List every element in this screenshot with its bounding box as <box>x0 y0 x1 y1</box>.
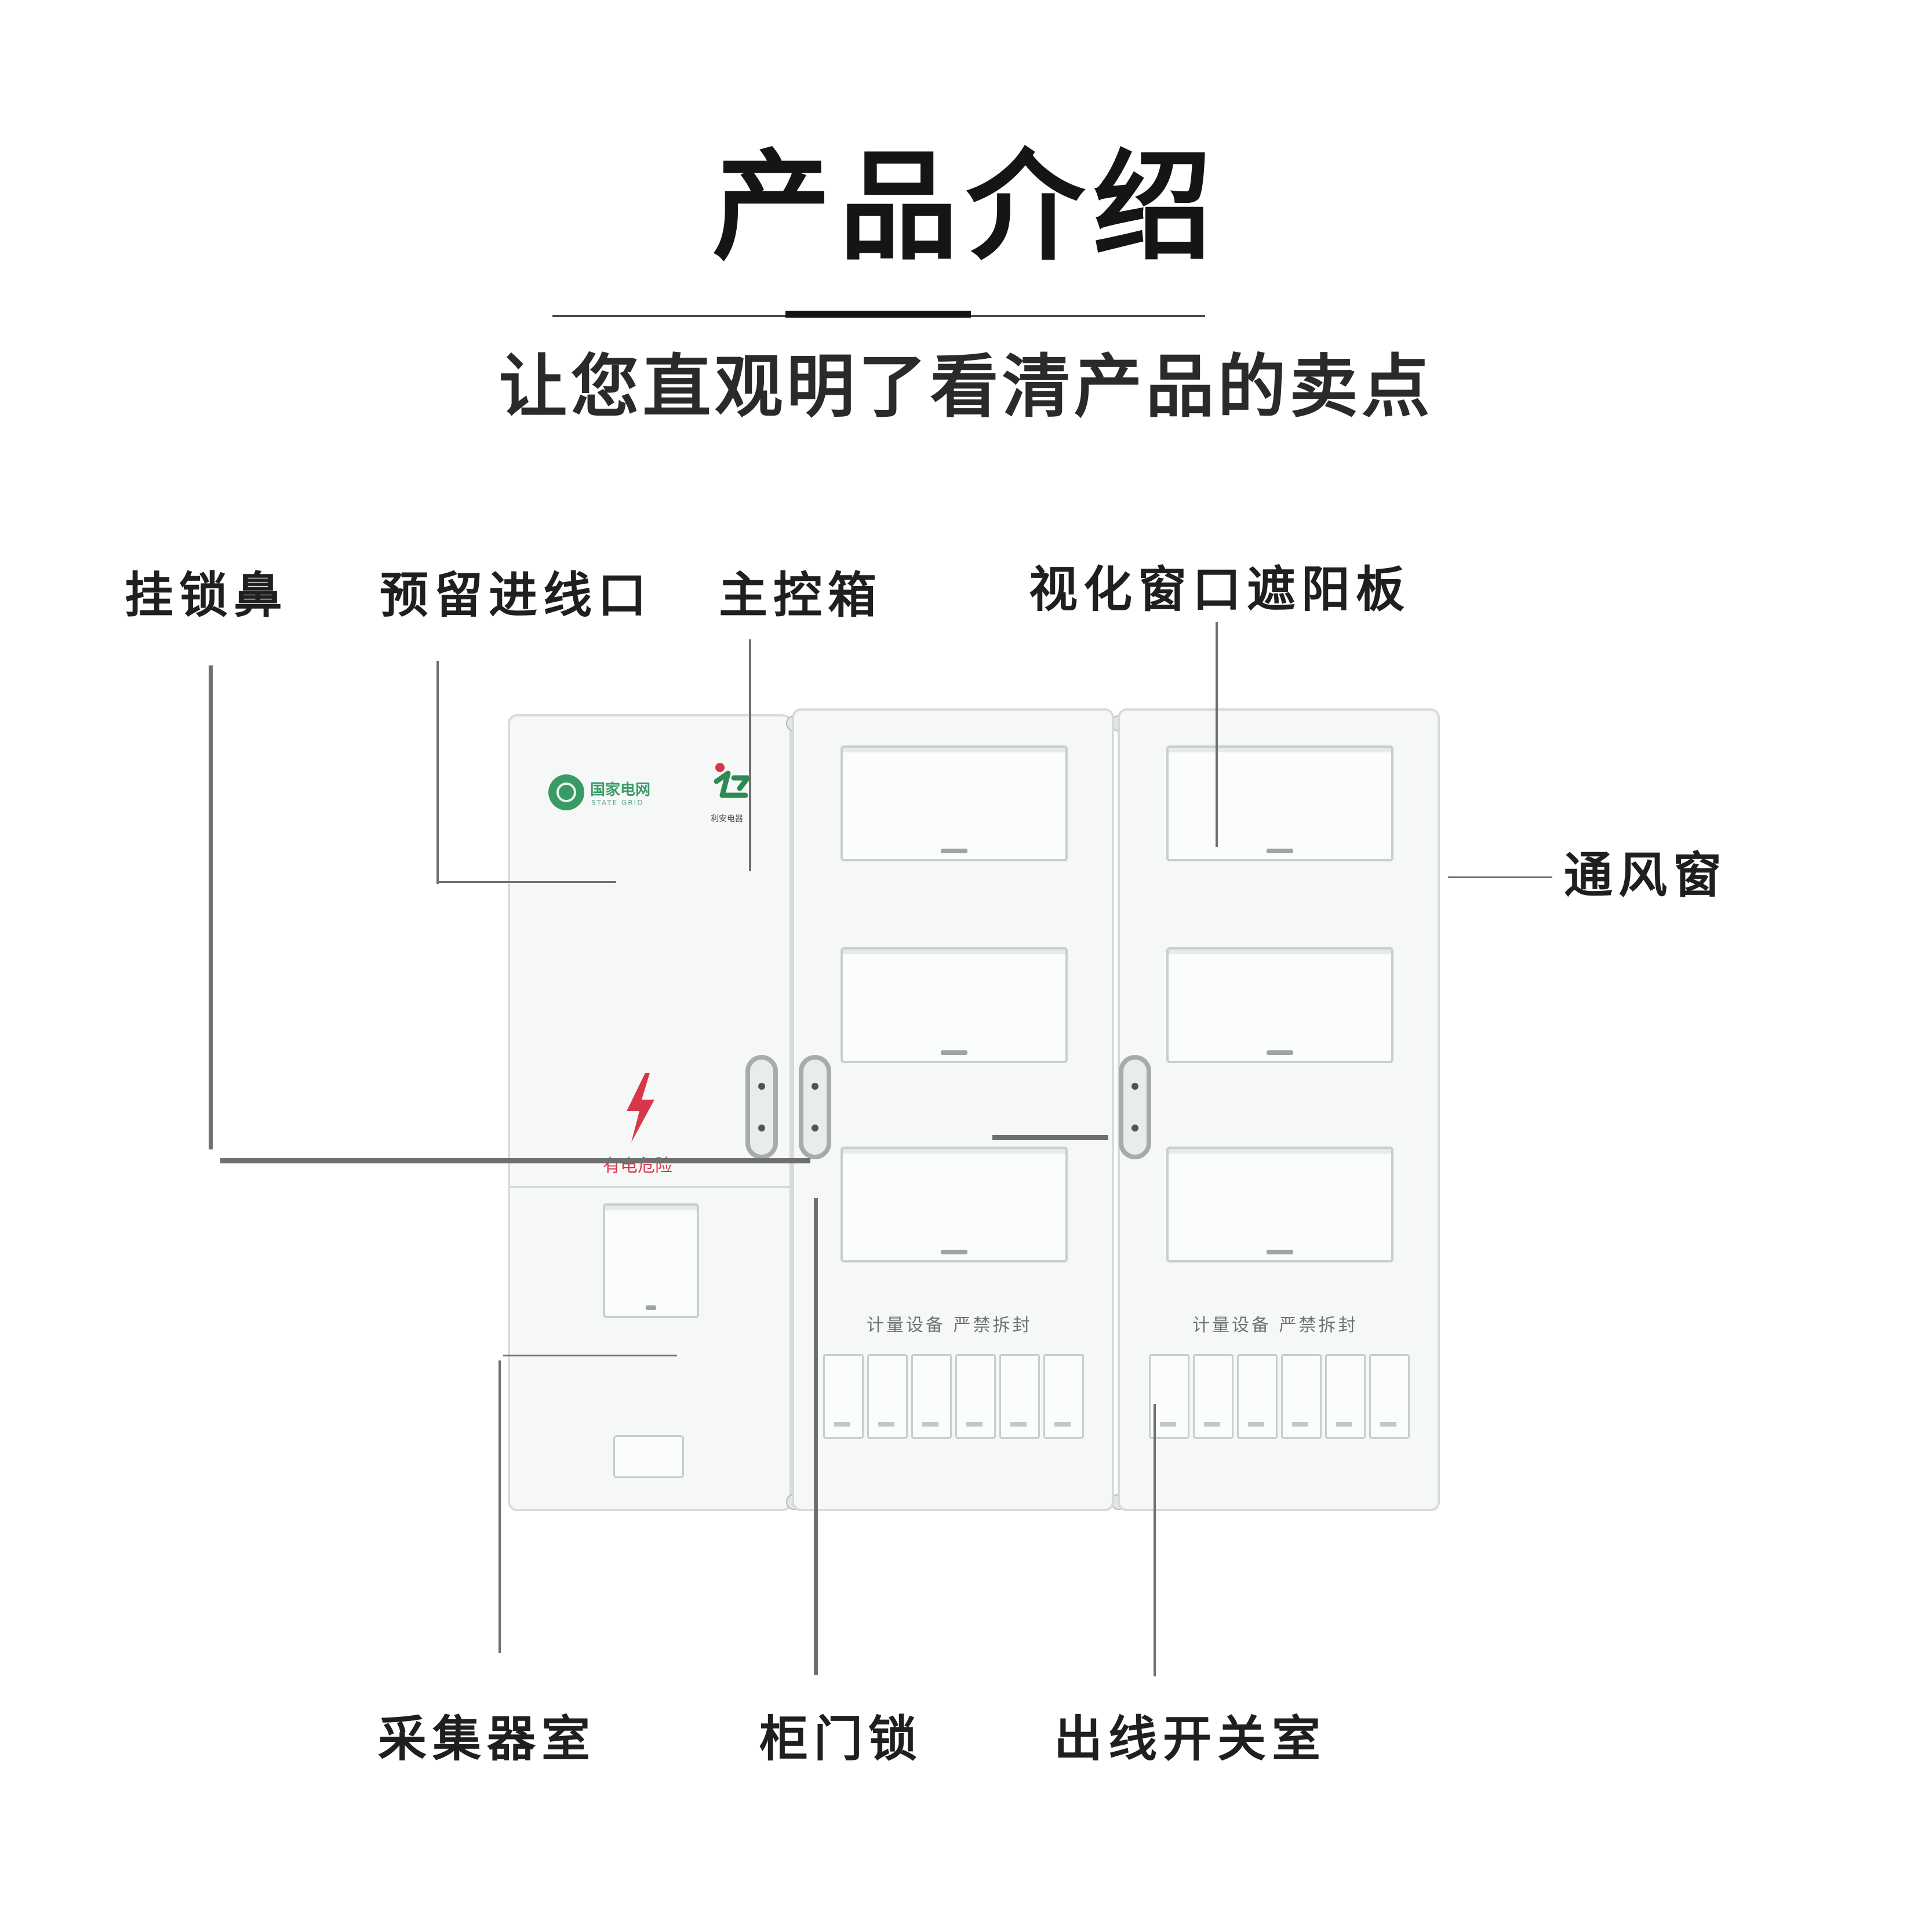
viewing-window-6 <box>1166 1147 1393 1262</box>
outlet-switch <box>1281 1354 1322 1439</box>
leader-line-collector-room-horizontal <box>503 1355 677 1356</box>
page-title: 产品介绍 <box>712 137 1220 276</box>
seal-notice: 计量设备 严禁拆封 <box>867 1315 1032 1336</box>
brand-logo-text: 利安电器 <box>711 814 743 824</box>
outlet-switch <box>1149 1354 1189 1439</box>
left-door-panel: 国家电网 STATE GRID 利安电器 有电危险 <box>508 714 792 1511</box>
outlet-switch <box>999 1354 1040 1439</box>
viewing-window-1 <box>841 745 1068 861</box>
door-handle <box>745 1055 778 1159</box>
collector-window <box>603 1203 699 1318</box>
outlet-switch <box>1193 1354 1234 1439</box>
viewing-window-5 <box>1166 947 1393 1063</box>
compartment-divider <box>510 1186 792 1188</box>
outlet-switch <box>823 1354 864 1439</box>
viewing-window-2 <box>841 947 1068 1063</box>
leader-line-vent-window <box>1448 876 1552 878</box>
door-handle <box>1119 1055 1151 1159</box>
outlet-switch <box>867 1354 908 1439</box>
label-main-control-box: 主控箱 <box>719 567 883 624</box>
leader-line-main-control-box <box>749 639 751 871</box>
outlet-switch <box>1043 1354 1084 1439</box>
label-cabinet-lock: 柜门锁 <box>759 1711 923 1767</box>
state-grid-logo-text: 国家电网 <box>590 781 651 799</box>
label-padlock-nose: 挂锁鼻 <box>125 567 289 624</box>
warning-text: 有电危险 <box>603 1156 672 1176</box>
leader-line-window-sunshade <box>1216 622 1218 847</box>
state-grid-logo-icon <box>548 774 584 810</box>
leader-line-cabinet-lock <box>814 1198 818 1675</box>
title-divider-accent <box>785 311 971 318</box>
leader-line-padlock-nose <box>209 665 213 1149</box>
middle-door-panel: 计量设备 严禁拆封 <box>792 708 1114 1511</box>
state-grid-logo-subtext: STATE GRID <box>591 799 644 807</box>
reserved-inlet-port <box>613 1435 684 1478</box>
leader-line-outlet-switch-room <box>1154 1404 1156 1676</box>
outlet-switch <box>911 1354 952 1439</box>
outlet-switch <box>1369 1354 1410 1439</box>
leader-line-collector-room <box>499 1360 501 1653</box>
viewing-window-4 <box>1166 745 1393 861</box>
page-subtitle: 让您直观明了看清产品的卖点 <box>499 347 1433 427</box>
outlet-switch <box>955 1354 996 1439</box>
viewing-window-3 <box>841 1147 1068 1262</box>
outlet-switch <box>1237 1354 1278 1439</box>
label-reserved-inlet: 预留进线口 <box>380 567 653 624</box>
label-outlet-switch-room: 出线开关室 <box>1054 1711 1327 1767</box>
leader-line-padlock-nose-horizontal <box>220 1158 810 1163</box>
label-collector-room: 采集器室 <box>378 1711 596 1767</box>
seal-notice: 计量设备 严禁拆封 <box>1192 1315 1358 1336</box>
leader-line-handle-pointer <box>992 1135 1108 1140</box>
leader-line-reserved-inlet-horizontal <box>438 881 616 883</box>
label-vent-window: 通风窗 <box>1564 847 1728 904</box>
label-window-sunshade: 视化窗口遮阳板 <box>1029 561 1411 618</box>
lightning-warning-icon <box>623 1073 658 1143</box>
leader-line-reserved-inlet <box>436 661 439 884</box>
outlet-switch <box>1325 1354 1366 1439</box>
brand-logo-icon <box>707 762 757 812</box>
meter-cabinet: 国家电网 STATE GRID 利安电器 有电危险 <box>508 708 1440 1511</box>
right-door-panel: 计量设备 严禁拆封 <box>1118 708 1440 1511</box>
door-handle <box>799 1055 831 1159</box>
